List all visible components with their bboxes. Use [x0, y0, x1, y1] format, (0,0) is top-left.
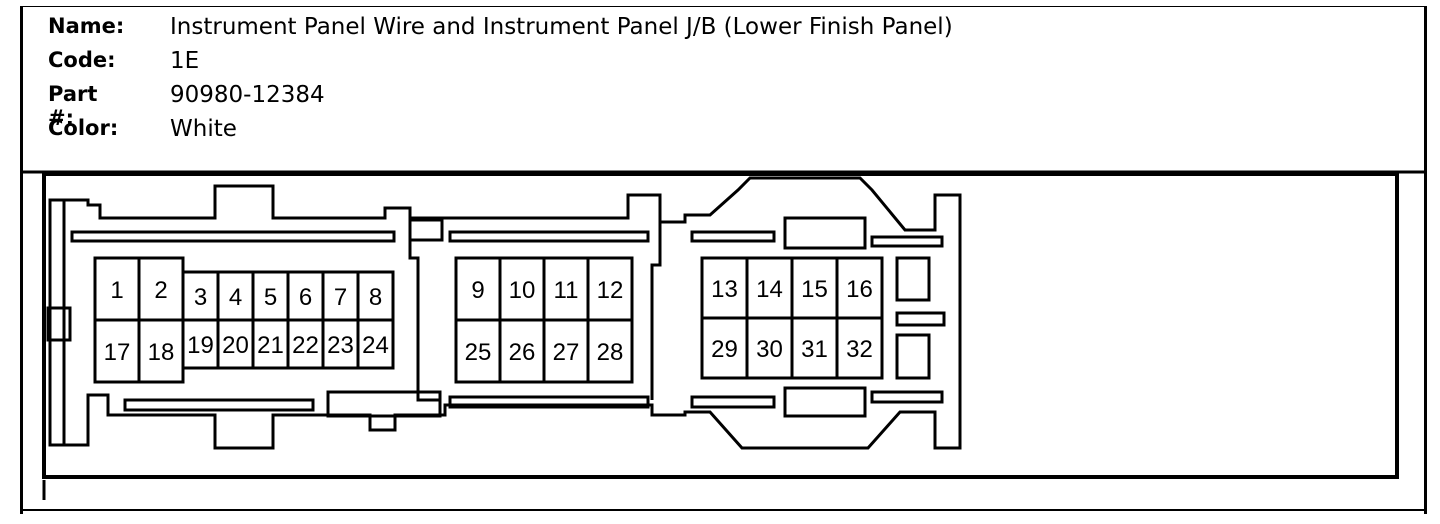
pin-label: 7 — [334, 284, 347, 311]
name-value: Instrument Panel Wire and Instrument Pan… — [170, 14, 953, 40]
pin-label: 27 — [553, 339, 580, 366]
part-value: 90980-12384 — [170, 82, 325, 108]
rail — [448, 395, 650, 409]
code-label: Code: — [48, 48, 116, 72]
rail — [690, 395, 776, 409]
pin-label: 17 — [104, 339, 131, 366]
pin-cavity — [835, 316, 884, 380]
pin-label: 15 — [801, 276, 828, 303]
pin-label: 8 — [369, 284, 382, 311]
pin-label: 2 — [154, 277, 167, 304]
rail — [870, 390, 944, 404]
pin-label: 32 — [846, 336, 873, 363]
part-label: Part #: — [48, 82, 98, 130]
divider-notch — [408, 218, 444, 242]
pin-label: 1 — [110, 277, 123, 304]
pin-label: 25 — [465, 339, 492, 366]
pin-label: 11 — [554, 277, 579, 304]
pin-label: 16 — [846, 276, 873, 303]
pin-label: 24 — [362, 332, 389, 359]
pin-label: 30 — [756, 336, 783, 363]
connector-housing — [48, 176, 962, 450]
pin-label: 3 — [194, 284, 207, 311]
pin-label: 14 — [756, 276, 783, 303]
pin-label: 26 — [509, 339, 536, 366]
pin-label: 28 — [597, 339, 624, 366]
left-tab — [46, 306, 72, 342]
color-label: Color: — [48, 116, 119, 140]
pin-label: 10 — [509, 277, 536, 304]
latch-block — [783, 216, 867, 250]
section-divider — [650, 222, 662, 400]
key-slot — [895, 333, 931, 380]
rail — [870, 235, 944, 248]
pin-cavity — [356, 318, 395, 370]
pin-label: 6 — [299, 284, 312, 311]
key-slot — [895, 311, 946, 327]
pin-label: 21 — [257, 332, 284, 359]
pin-label: 12 — [597, 277, 624, 304]
pin-label: 31 — [801, 336, 828, 363]
color-value: White — [170, 116, 237, 142]
key-slot — [895, 256, 931, 302]
diagram-frame — [20, 6, 1427, 514]
rail — [70, 230, 396, 243]
pin-label: 22 — [292, 332, 319, 359]
pin-label: 5 — [264, 284, 277, 311]
rail — [690, 230, 776, 243]
diagram-box — [42, 172, 1399, 479]
rail — [448, 230, 650, 243]
code-value: 1E — [170, 48, 200, 74]
pin-label: 4 — [229, 284, 242, 311]
rail-block — [326, 390, 442, 418]
pin-label: 23 — [327, 332, 354, 359]
pin-label: 29 — [711, 336, 738, 363]
pin-label: 19 — [187, 332, 214, 359]
name-label: Name: — [48, 14, 125, 38]
pin-label: 20 — [222, 332, 249, 359]
latch-block — [783, 386, 867, 418]
rail — [123, 398, 315, 412]
section-divider — [408, 240, 440, 402]
pin-label: 18 — [148, 339, 175, 366]
pin-label: 9 — [471, 277, 484, 304]
pin-label: 13 — [711, 276, 738, 303]
pin-cavity — [586, 318, 634, 384]
